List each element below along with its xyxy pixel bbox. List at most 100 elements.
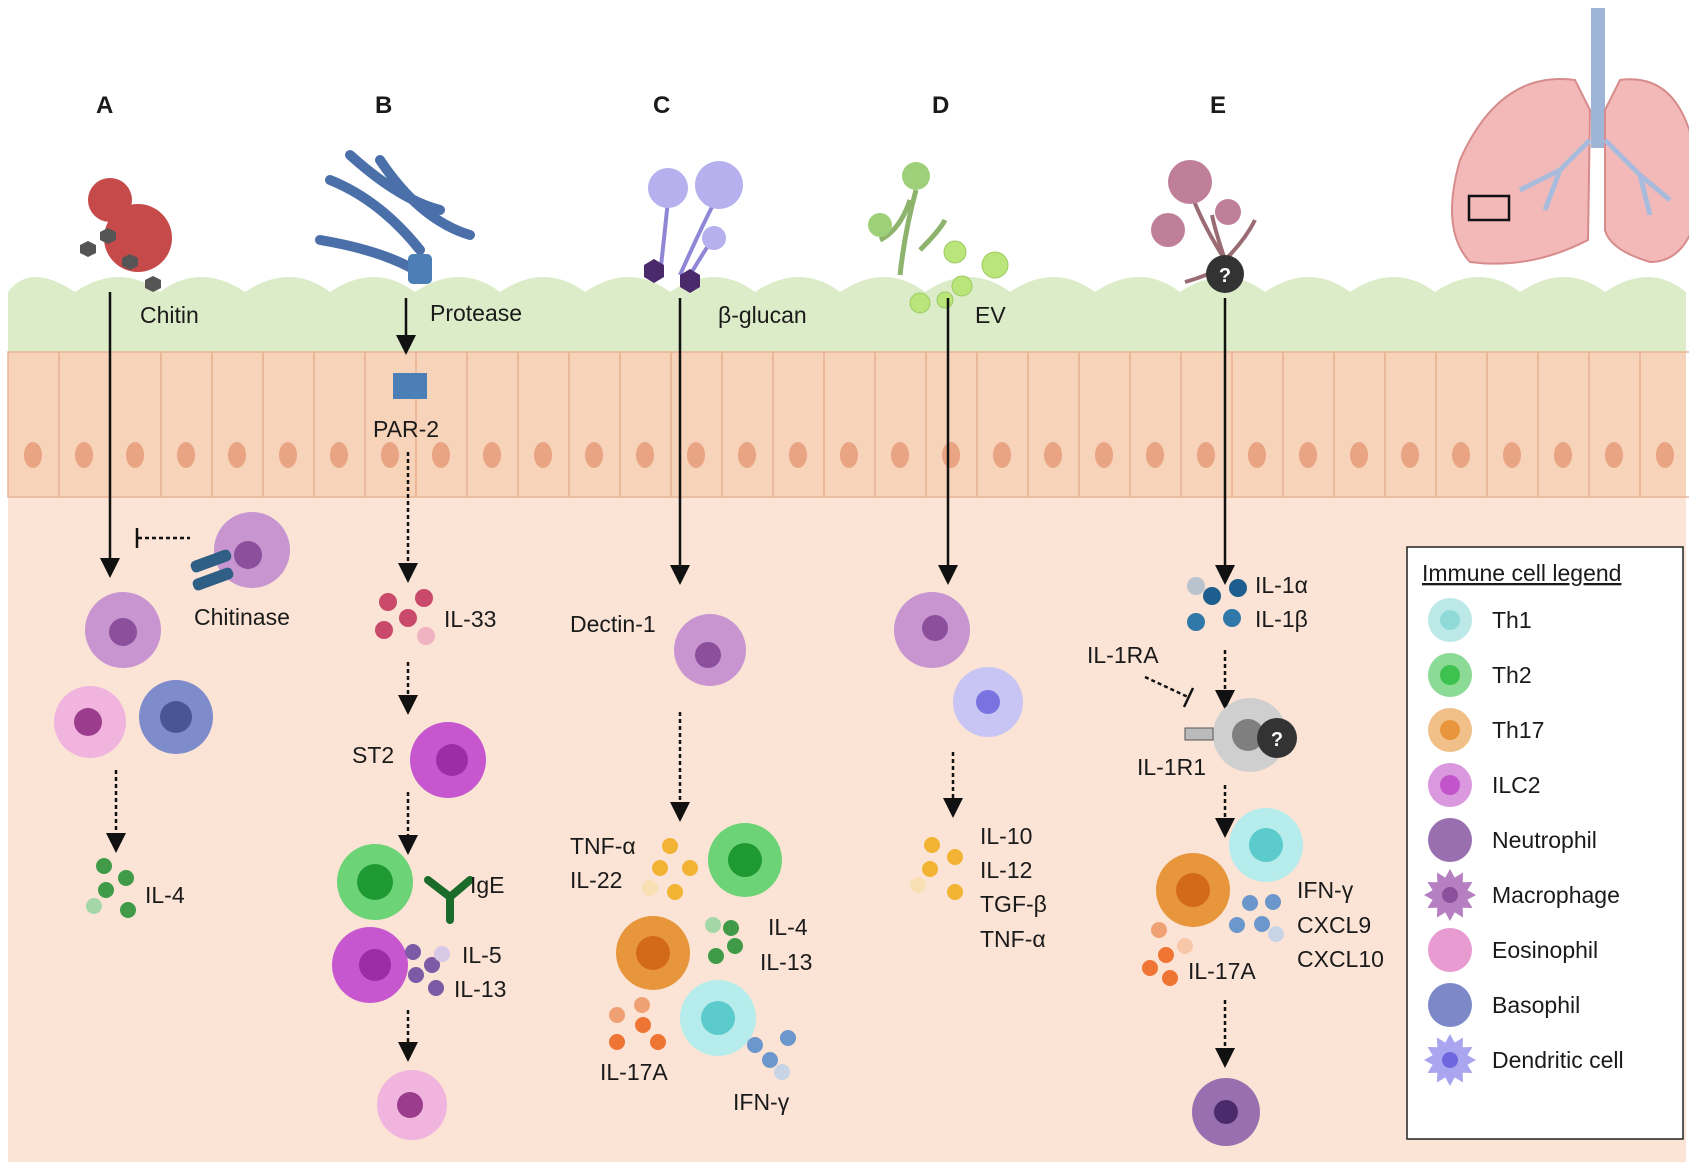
il1b-label: IL-1β (1255, 606, 1308, 632)
legend-item-label: Th17 (1492, 717, 1544, 743)
fungus-icon (878, 189, 948, 276)
chitin-label: Chitin (140, 302, 199, 328)
ev-label: EV (975, 302, 1006, 328)
cytokine-cluster (705, 917, 743, 964)
legend-item: Eosinophil (1428, 928, 1598, 972)
ige-label: IgE (470, 872, 505, 898)
legend-item-label: ILC2 (1492, 772, 1541, 798)
panel-label-e: E (1210, 92, 1226, 119)
ifng-label: IFN-γ (1297, 877, 1354, 903)
th2-icon (1428, 653, 1472, 697)
eosinophil-icon (377, 1070, 447, 1140)
inhibition-bar (1182, 687, 1195, 708)
legend-item-label: Dendritic cell (1492, 1047, 1624, 1073)
basophil-icon (1428, 983, 1472, 1027)
th17-icon (616, 916, 690, 990)
conidia-icon (902, 162, 930, 190)
macrophage-icon (1424, 869, 1476, 921)
legend-item-label: Th1 (1492, 607, 1532, 633)
epithelial-cell (1639, 351, 1689, 498)
cytokine-cluster (747, 1030, 796, 1080)
th1-icon (1428, 598, 1472, 642)
epithelium-layer (8, 352, 1686, 497)
ilc2-icon (332, 927, 408, 1003)
conidia-icon (868, 213, 892, 237)
conidia-icon (695, 161, 743, 209)
beta-glucan-icon (644, 259, 664, 283)
unknown-cell-mark: ? (1271, 729, 1283, 751)
cxcl10-label: CXCL10 (1297, 946, 1384, 972)
il10-label: IL-10 (980, 823, 1032, 849)
il1a-label: IL-1α (1255, 572, 1308, 598)
il17a-label: IL-17A (600, 1059, 668, 1085)
cytokine-cluster (375, 589, 435, 645)
cxcl9-label: CXCL9 (1297, 912, 1371, 938)
eosinophil-icon (54, 686, 126, 758)
protease-label: Protease (430, 300, 522, 326)
il5-label: IL-5 (462, 942, 502, 968)
legend-item: Basophil (1428, 983, 1580, 1027)
legend-item: Dendritic cell (1424, 1034, 1624, 1086)
panel-e: ? IL-1α IL-1β IL-1RA ? IL-1R1 IFN-γ (1087, 160, 1384, 1146)
mucus-layer (8, 277, 1686, 352)
dendritic-cell-icon (1424, 1034, 1476, 1086)
legend-item: ILC2 (1428, 763, 1541, 807)
tnfa-label: TNF-α (980, 926, 1046, 952)
il1r1-receptor-icon (1184, 727, 1214, 741)
th1-icon (680, 980, 756, 1056)
legend-item: Th1 (1428, 598, 1532, 642)
chitinase-label: Chitinase (194, 604, 290, 630)
beta-glucan-icon (680, 269, 700, 293)
legend-item-label: Macrophage (1492, 882, 1620, 908)
lung-inset (1451, 8, 1689, 265)
panel-a: Chitin Chitinase IL-4 (54, 178, 290, 918)
il12-label: IL-12 (980, 857, 1032, 883)
th1-icon (1229, 808, 1303, 882)
il17a-label: IL-17A (1188, 958, 1256, 984)
panel-label-c: C (653, 92, 670, 119)
unknown-ligand-icon (1206, 255, 1244, 293)
il1r1-label: IL-1R1 (1137, 754, 1206, 780)
cytokine-cluster (642, 838, 698, 900)
par2-label: PAR-2 (373, 416, 439, 442)
extracellular-vesicle-icon (909, 240, 1009, 314)
ige-icon (424, 876, 474, 924)
legend-item: Macrophage (1424, 869, 1620, 921)
unknown-ligand-mark: ? (1219, 265, 1231, 287)
il1ra-label: IL-1RA (1087, 642, 1159, 668)
inhibition-line (1144, 675, 1189, 699)
il13-label: IL-13 (760, 949, 812, 975)
panel-b: Protease PAR-2 IL-33 ST2 IgE IL-5 IL-13 (315, 150, 522, 1140)
legend-item-label: Eosinophil (1492, 937, 1598, 963)
panel-label-d: D (932, 92, 949, 119)
il4-label: IL-4 (768, 914, 808, 940)
conidia-icon (648, 168, 688, 208)
cytokine-cluster (86, 858, 136, 918)
conidia-icon (702, 226, 726, 250)
il13-label: IL-13 (454, 976, 506, 1002)
panel-label-a: A (96, 92, 113, 119)
legend-item-label: Basophil (1492, 992, 1580, 1018)
legend: Immune cell legend Th1Th2Th17ILC2Neutrop… (1406, 546, 1684, 1140)
cytokine-cluster (1229, 894, 1284, 942)
tnfa-label: TNF-α (570, 833, 636, 859)
th2-icon (337, 844, 413, 920)
conidia-icon (1215, 199, 1241, 225)
conidia-icon (1151, 213, 1185, 247)
tgfb-label: TGF-β (980, 891, 1047, 917)
spore-icon (104, 204, 172, 272)
macrophage-icon (894, 592, 970, 668)
cytokine-cluster (405, 944, 450, 996)
chitinase-icon (190, 549, 234, 591)
legend-items: Th1Th2Th17ILC2NeutrophilMacrophageEosino… (1424, 598, 1624, 1086)
panel-label-b: B (375, 92, 392, 119)
th17-icon (1428, 708, 1472, 752)
neutrophil-icon (1192, 1078, 1260, 1146)
protease-icon (408, 254, 432, 284)
panel-d: EV IL-10 IL-12 TGF-β TNF-α (868, 162, 1047, 952)
beta-glucan-label: β-glucan (718, 302, 807, 328)
ilc2-icon (1428, 763, 1472, 807)
legend-item: Th17 (1428, 708, 1544, 752)
panel-c: β-glucan Dectin-1 TNF-α IL-22 IL-4 IL-13… (570, 161, 812, 1115)
par2-receptor-icon (393, 373, 427, 399)
